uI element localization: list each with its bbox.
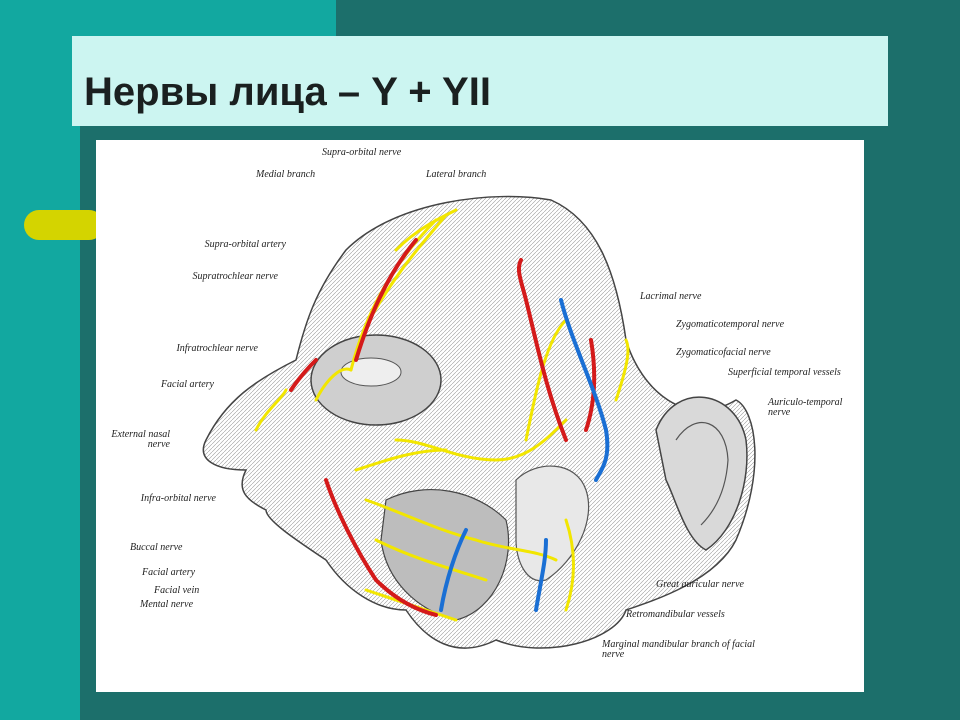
label-zygomaticofacial-nerve: Zygomaticofacial nerve: [676, 347, 771, 358]
label-zygomaticotemporal-nerve: Zygomaticotemporal nerve: [676, 319, 785, 330]
anatomy-illustration: Supra-orbital nerve Medial branch Latera…: [96, 140, 864, 692]
label-lateral-branch: Lateral branch: [426, 169, 487, 180]
background-teal-strip: [0, 0, 80, 720]
label-supra-orbital-artery: Supra-orbital artery: [204, 239, 286, 250]
label-great-auricular-nerve: Great auricular nerve: [656, 579, 744, 590]
label-marginal-mandibular-branch: Marginal mandibular branch of facial ner…: [602, 639, 755, 660]
label-lacrimal-nerve: Lacrimal nerve: [640, 291, 702, 302]
face-drawing: [202, 195, 756, 649]
label-superficial-temporal-vessels: Superficial temporal vessels: [728, 367, 841, 378]
head-outline: [202, 195, 756, 649]
masseter-muscle: [380, 489, 510, 621]
label-infra-orbital-nerve: Infra-orbital nerve: [140, 493, 216, 504]
label-external-nasal-nerve: External nasal nerve: [111, 429, 170, 450]
arteries: [289, 238, 597, 617]
label-facial-artery-top: Facial artery: [160, 379, 214, 390]
label-supra-orbital-nerve: Supra-orbital nerve: [322, 147, 402, 158]
label-infratrochlear-nerve: Infratrochlear nerve: [176, 343, 258, 354]
label-retromandibular-vessels: Retromandibular vessels: [626, 609, 725, 620]
veins: [439, 298, 610, 612]
title-band: [72, 36, 888, 126]
label-supratrochlear-nerve: Supratrochlear nerve: [192, 271, 278, 282]
label-medial-branch: Medial branch: [256, 169, 316, 180]
label-facial-artery-bottom: Facial artery: [142, 567, 196, 578]
slide-title: Нервы лица – Y + YII: [84, 70, 491, 114]
label-auriculotemporal-nerve: Auriculo-temporal nerve: [768, 397, 843, 418]
label-mental-nerve: Mental nerve: [140, 599, 194, 610]
label-buccal-nerve: Buccal nerve: [130, 542, 183, 553]
decorative-yellow-pill: [24, 210, 104, 240]
label-facial-vein: Facial vein: [154, 585, 200, 596]
background-teal-top: [80, 0, 336, 36]
